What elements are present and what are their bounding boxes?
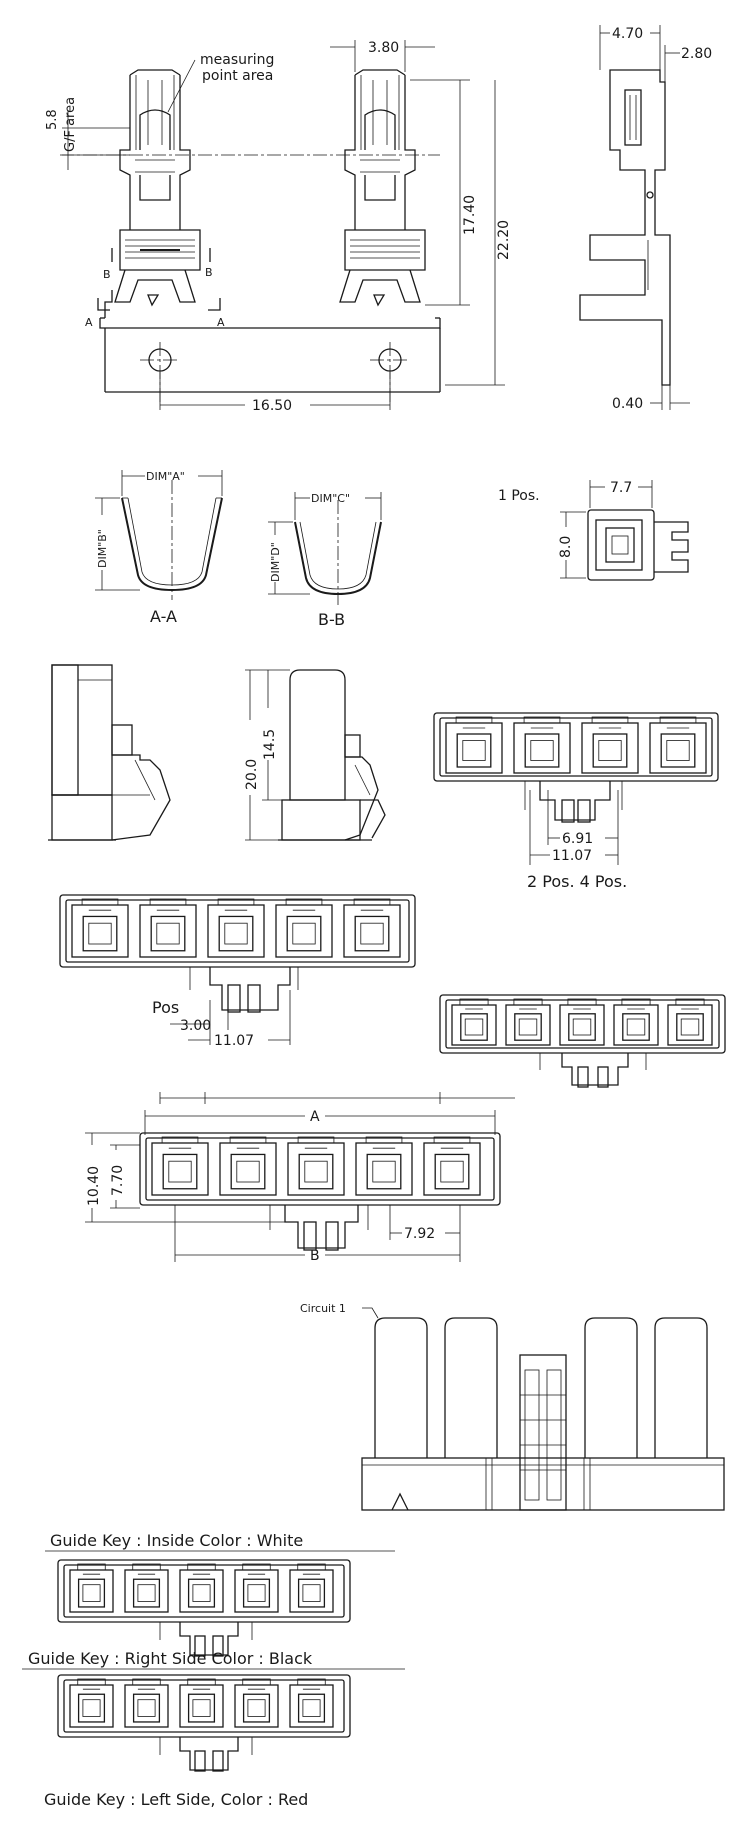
cavity (613, 998, 659, 1046)
four-pos-dim-a: 6.91 (562, 831, 593, 847)
cavity (445, 716, 503, 774)
side-dim-3-label: 0.40 (612, 396, 643, 412)
section-b-b: DIM"C" DIM"D" B-B (268, 492, 382, 629)
cavity (289, 1563, 334, 1613)
section-a-right: A (217, 316, 225, 329)
housing-dim-upper: 14.5 (262, 729, 278, 760)
gf-value-label: 5.8 (45, 109, 60, 130)
cavity (151, 1136, 209, 1196)
terminal-front-view: measuring point area 5.8 G/F area 3.80 1… (45, 40, 512, 414)
aa-section-label: A-A (150, 607, 177, 626)
one-pos-dim-width: 7.7 (610, 480, 632, 496)
callout-leader (167, 59, 196, 113)
cavity (667, 998, 713, 1046)
housing-side-view-b: 20.0 14.5 (244, 669, 386, 841)
terminal-left (114, 69, 201, 307)
dim-height-2-label: 22.20 (496, 220, 512, 260)
one-pos-label: 1 Pos. (498, 488, 540, 504)
aa-dim-width-label: DIM"A" (146, 470, 185, 483)
cavity (124, 1563, 169, 1613)
side-dim-2-label: 2.80 (681, 46, 712, 62)
one-pos-view: 1 Pos. 7.7 8.0 (498, 480, 689, 581)
terminal-side-view: 4.70 2.80 0.40 (579, 25, 712, 412)
cavity (71, 898, 129, 958)
dim-a-label: A (310, 1109, 320, 1125)
guide-key-inside-view: Guide Key : Inside Color : White (45, 1531, 395, 1657)
cavity (287, 1136, 345, 1196)
cavity (581, 716, 639, 774)
five-pos-dim-b: 11.07 (214, 1033, 254, 1049)
cavity (219, 1136, 277, 1196)
guide-key-inside-label: Guide Key : Inside Color : White (50, 1531, 303, 1550)
tower (654, 1317, 708, 1458)
callout-point-area: point area (202, 68, 273, 84)
five-pos-side-view: Circuit 1 (300, 1302, 725, 1511)
tower (584, 1317, 638, 1458)
section-a-a: DIM"A" DIM"B" A-A (95, 470, 223, 626)
cavity (234, 1563, 279, 1613)
dim-height-1-label: 17.40 (462, 195, 478, 235)
five-pos-view-b (439, 994, 726, 1088)
four-pos-dim-b: 11.07 (552, 848, 592, 864)
tower (444, 1317, 498, 1458)
four-pos-caption: 2 Pos. 4 Pos. (527, 872, 627, 891)
five-pos-dim-a: 3.00 (180, 1018, 211, 1034)
five-pos-view-a: Pos 3.00 11.07 (59, 894, 416, 1049)
guide-key-right-label: Guide Key : Right Side Color : Black (28, 1649, 313, 1668)
cavity (179, 1563, 224, 1613)
section-b-right: B (205, 266, 213, 279)
bb-dim-height-label: DIM"D" (269, 542, 282, 582)
cavity (179, 1678, 224, 1728)
housing-side-view-a (48, 664, 171, 841)
dim-width-label: 3.80 (368, 40, 399, 56)
cavity (505, 998, 551, 1046)
bb-section-label: B-B (318, 610, 345, 629)
five-pos-dimensioned: A 10.40 7.70 7.92 B (85, 1092, 515, 1264)
cavity (559, 998, 605, 1046)
cavity (207, 898, 265, 958)
dim-pitch-label: 7.92 (404, 1226, 435, 1242)
cavity (275, 898, 333, 958)
dim-height-inner: 7.70 (110, 1165, 126, 1196)
cavity (343, 898, 401, 958)
one-pos-dim-height: 8.0 (558, 536, 574, 558)
cavity (513, 716, 571, 774)
section-a-left: A (85, 316, 93, 329)
tower (374, 1317, 428, 1458)
section-b-left: B (103, 268, 111, 281)
cavity (451, 998, 497, 1046)
five-pos-label: Pos (152, 998, 179, 1017)
cavity (69, 1678, 114, 1728)
terminal-right (339, 69, 426, 307)
bb-dim-width-label: DIM"C" (311, 492, 350, 505)
cavity (139, 898, 197, 958)
housing-dim-total: 20.0 (244, 759, 260, 790)
cavity (423, 1136, 481, 1196)
cavity (649, 716, 707, 774)
cavity (69, 1563, 114, 1613)
callout-measuring: measuring (200, 52, 274, 68)
aa-dim-height-label: DIM"B" (96, 529, 109, 568)
side-dim-1-label: 4.70 (612, 26, 643, 42)
circuit-1-label: Circuit 1 (300, 1302, 346, 1315)
cavity (289, 1678, 334, 1728)
cavity (234, 1678, 279, 1728)
cavity (355, 1136, 413, 1196)
dim-b-label: B (310, 1248, 320, 1264)
cavity (124, 1678, 169, 1728)
dim-height-outer: 10.40 (86, 1166, 102, 1206)
guide-key-right-view: Guide Key : Right Side Color : Black (22, 1649, 405, 1772)
four-pos-top-view: 6.91 11.07 2 Pos. 4 Pos. (433, 712, 719, 891)
guide-key-left-label: Guide Key : Left Side, Color : Red (44, 1790, 308, 1809)
gf-area-label: G/F area (63, 97, 78, 152)
dim-pitch-label: 16.50 (252, 398, 292, 414)
